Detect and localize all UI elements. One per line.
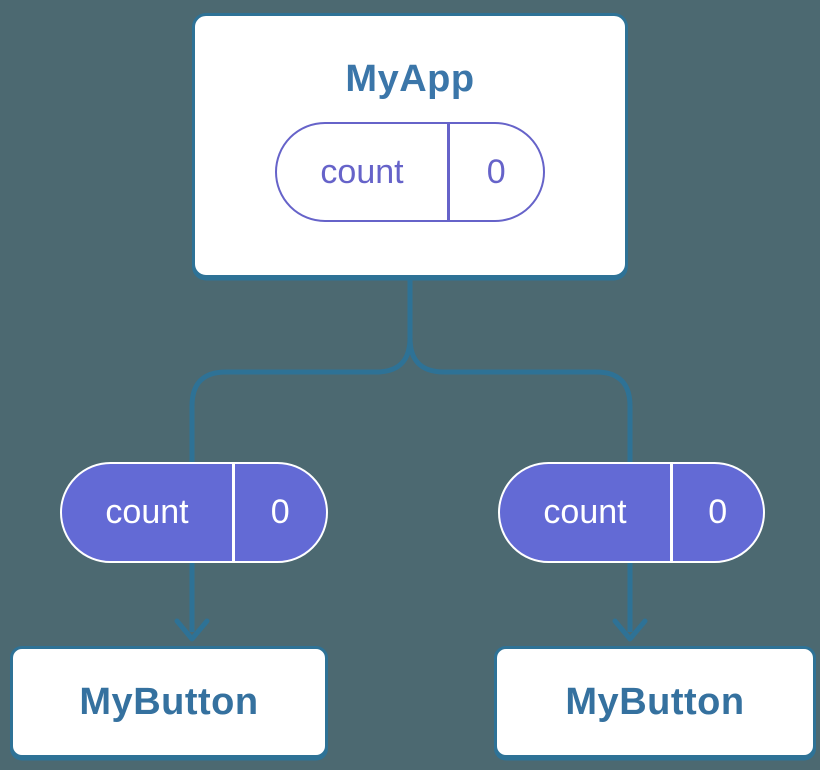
- prop-pill-value: 0: [270, 493, 290, 531]
- mybutton-component-card-left: MyButton: [10, 646, 328, 758]
- mybutton-component-card-right: MyButton: [494, 646, 816, 758]
- prop-pill-count-right: count 0: [498, 462, 765, 563]
- connector-root-to-left-child: [189, 276, 413, 466]
- state-pill-label: count: [320, 152, 404, 191]
- connector-root-to-right-child: [407, 337, 633, 466]
- child-component-title: MyButton: [565, 680, 745, 723]
- state-pill-count: count 0: [275, 122, 545, 222]
- child-component-title: MyButton: [79, 680, 259, 723]
- arrowhead-right-icon: [612, 618, 648, 642]
- myapp-component-card: MyApp count 0: [192, 13, 628, 278]
- pill-divider: [232, 464, 235, 561]
- prop-pill-count-left: count 0: [60, 462, 328, 563]
- prop-pill-label: count: [105, 493, 189, 531]
- pill-divider: [447, 124, 450, 220]
- prop-pill-value: 0: [708, 493, 728, 531]
- arrowhead-left-icon: [174, 618, 210, 642]
- pill-divider: [670, 464, 673, 561]
- root-component-title: MyApp: [345, 58, 475, 100]
- prop-pill-label: count: [543, 493, 627, 531]
- state-pill-value: 0: [486, 152, 506, 191]
